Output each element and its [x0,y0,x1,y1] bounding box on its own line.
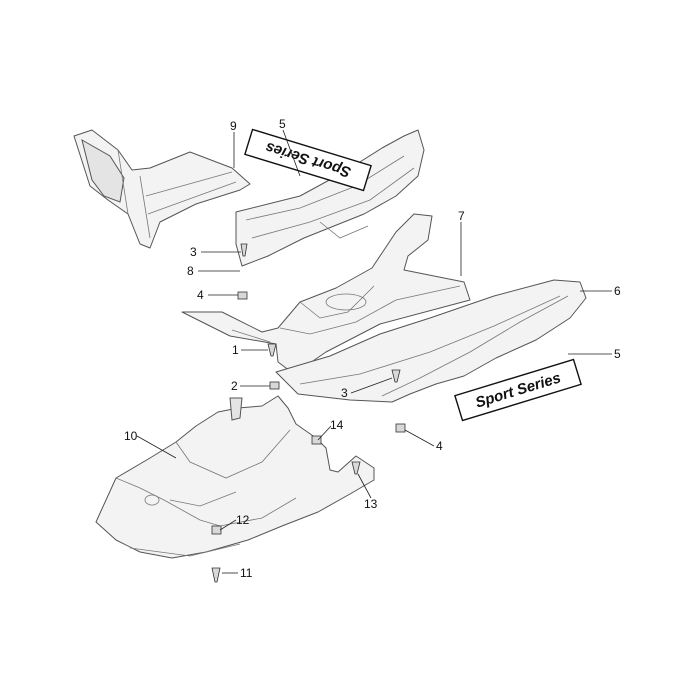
callout-labels: 9 5 7 3 8 4 6 1 5 3 2 4 14 10 13 12 11 [124,117,621,580]
callout-14: 14 [330,418,344,432]
screw-3-lower [391,369,401,383]
callout-9: 9 [230,119,237,133]
callout-1: 1 [232,343,239,357]
callout-4-lower: 4 [436,439,443,453]
hardware [211,243,406,583]
clip-4-lower [395,423,406,433]
callout-11: 11 [240,566,253,580]
screw-13 [351,461,361,475]
screw-3-upper [240,243,248,257]
screw-11 [211,567,221,583]
callout-2: 2 [231,379,238,393]
clip-14 [311,435,322,445]
screw-1 [267,343,277,357]
callout-10: 10 [124,429,138,443]
part-footboard [181,213,471,375]
callout-6: 6 [614,284,621,298]
clip-2 [269,381,280,390]
clip-12 [211,525,222,535]
callout-7: 7 [458,209,465,223]
clip-4-upper [237,291,248,300]
leader-lines [136,129,612,574]
part-center-tunnel-panel [235,129,425,267]
callout-13: 13 [364,497,378,511]
part-right-side-panel [275,279,587,403]
part-front-inner-panel [73,129,251,249]
callout-3-lower: 3 [341,386,348,400]
callout-12: 12 [236,513,250,527]
part-belly-pan [95,395,375,559]
callout-8: 8 [187,264,194,278]
callout-5-top: 5 [279,117,286,131]
sport-series-badge-top: Sport Series [244,128,372,192]
callout-4-upper: 4 [197,288,204,302]
callout-3-upper: 3 [190,245,197,259]
callout-5-right: 5 [614,347,621,361]
